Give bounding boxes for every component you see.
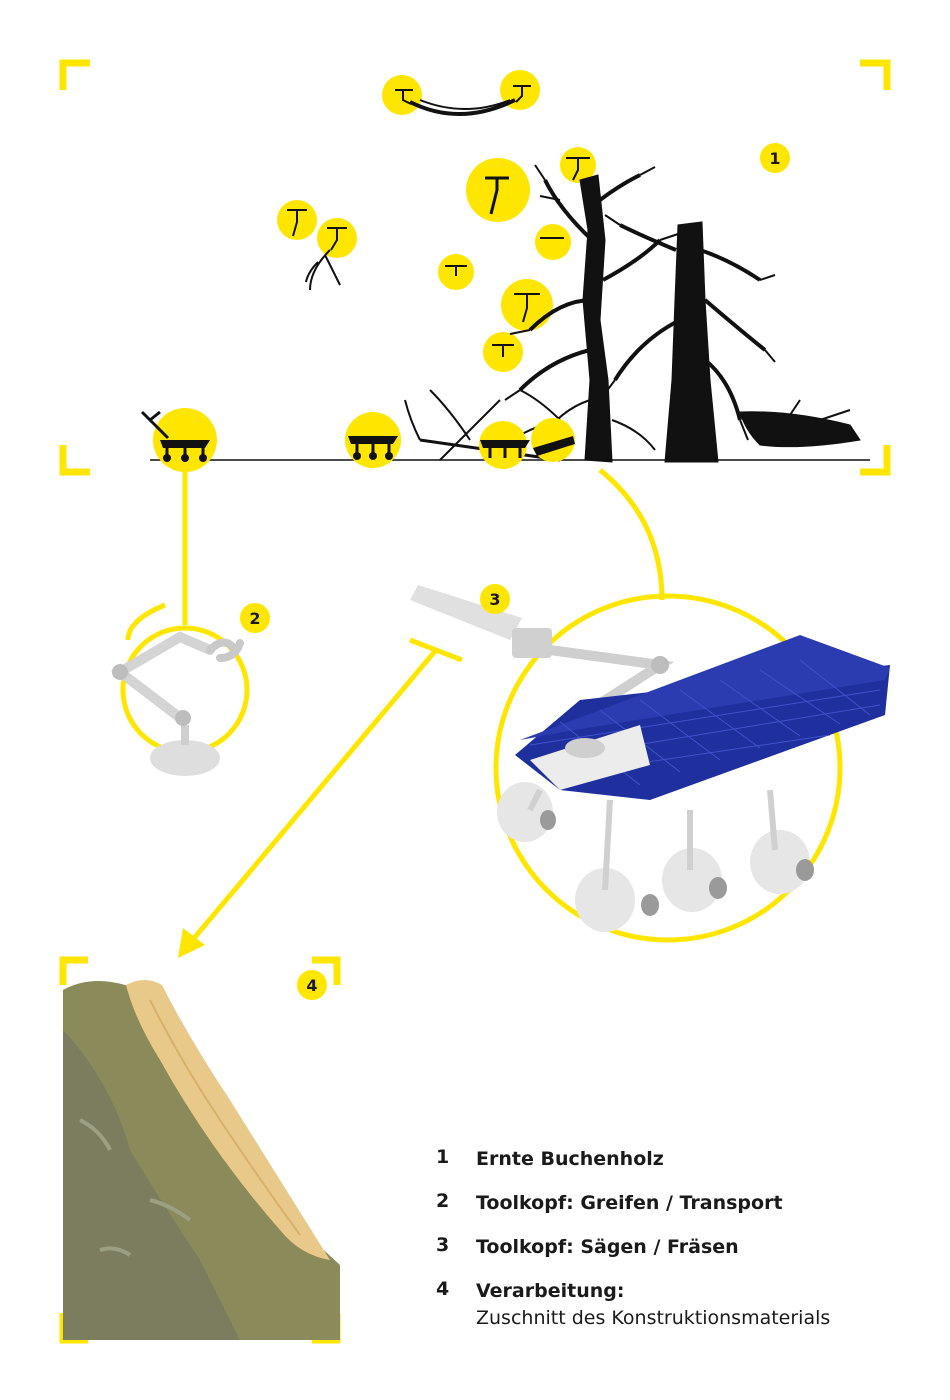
robot-arm-icon (111, 625, 250, 776)
drone-icon (277, 70, 596, 372)
legend-title: Toolkopf: Greifen / Transport (476, 1192, 783, 1214)
legend-item: 4 Verarbeitung: Zuschnitt des Konstrukti… (430, 1278, 930, 1332)
saw-rover-icon (410, 585, 890, 943)
rover-icon (140, 408, 575, 472)
legend-title: Verarbeitung: (476, 1280, 625, 1302)
legend-number: 1 (436, 1146, 450, 1168)
badge-3: 3 (480, 584, 510, 614)
legend-subtitle: Zuschnitt des Konstruktionsmaterials (476, 1307, 831, 1329)
arrow-icon (178, 637, 463, 958)
legend-item: 2 Toolkopf: Greifen / Transport (430, 1190, 930, 1217)
badge-4: 4 (297, 970, 327, 1000)
legend-title: Ernte Buchenholz (476, 1148, 664, 1170)
connector-line (125, 468, 665, 641)
legend-number: 4 (436, 1278, 450, 1300)
legend-item: 1 Ernte Buchenholz (430, 1146, 930, 1173)
legend-number: 2 (436, 1190, 450, 1212)
legend-number: 3 (436, 1234, 450, 1256)
legend-title: Toolkopf: Sägen / Fräsen (476, 1236, 739, 1258)
badge-2: 2 (240, 603, 270, 633)
corner-bracket-icon (59, 59, 891, 476)
legend: 1 Ernte Buchenholz 2 Toolkopf: Greifen /… (430, 1146, 930, 1349)
legend-item: 3 Toolkopf: Sägen / Fräsen (430, 1234, 930, 1261)
log-icon (63, 980, 340, 1340)
badge-1: 1 (760, 143, 790, 173)
